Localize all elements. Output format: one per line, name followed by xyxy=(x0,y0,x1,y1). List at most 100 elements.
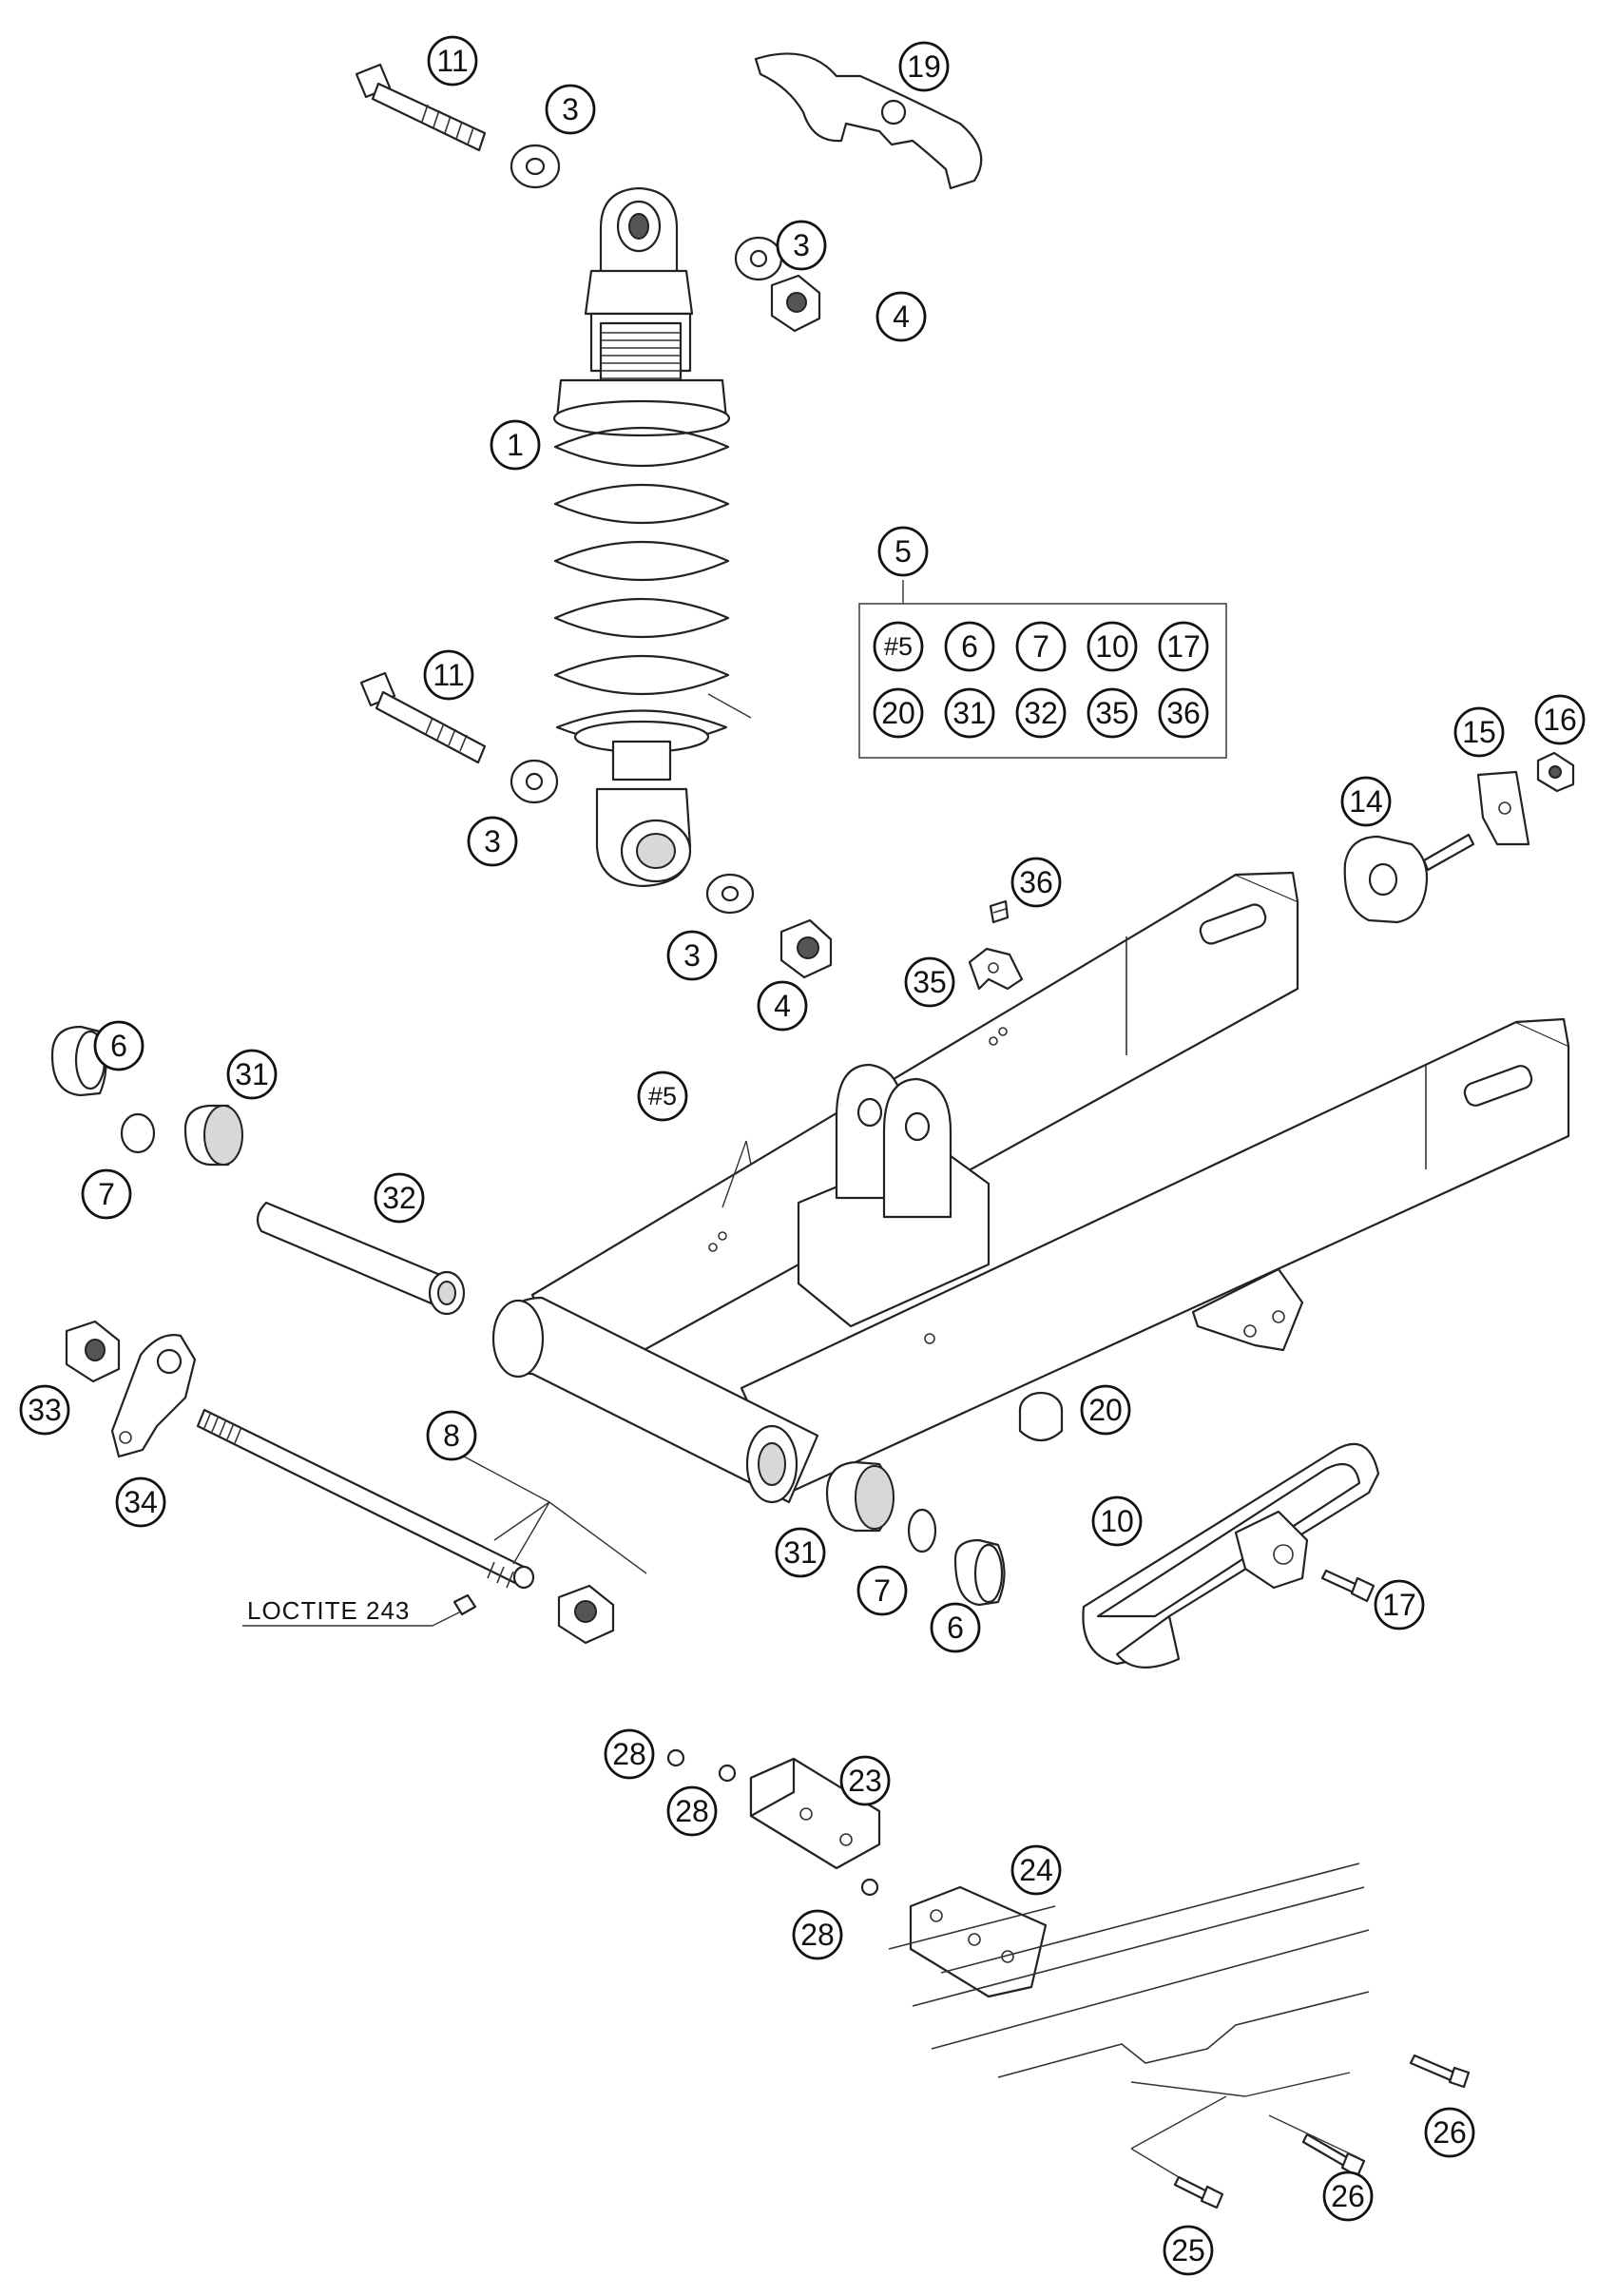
svg-text:6: 6 xyxy=(947,1611,964,1645)
callout-25: 25 xyxy=(1163,2225,1214,2276)
chain-roller-14 xyxy=(1343,833,1475,924)
callout-31-left: 31 xyxy=(226,1049,278,1100)
kit-item-5: #5 xyxy=(873,621,924,672)
callout-1: 1 xyxy=(490,419,541,471)
svg-text:23: 23 xyxy=(848,1764,882,1798)
kit-item-7: 7 xyxy=(1015,621,1067,672)
svg-text:11: 11 xyxy=(436,44,468,78)
svg-text:31: 31 xyxy=(235,1057,269,1091)
callout-32: 32 xyxy=(374,1172,425,1224)
svg-text:6: 6 xyxy=(961,629,978,664)
callout-11-lower: 11 xyxy=(423,649,474,701)
svg-text:5: 5 xyxy=(895,534,912,569)
svg-text:25: 25 xyxy=(1171,2233,1205,2267)
callout-5: 5 xyxy=(877,526,929,577)
callout-36: 36 xyxy=(1010,857,1062,908)
svg-text:3: 3 xyxy=(484,824,501,859)
washer-3-b xyxy=(734,236,783,281)
seal-7-b xyxy=(907,1508,937,1553)
nut-16 xyxy=(1536,751,1575,793)
spacer-32 xyxy=(256,1201,466,1316)
svg-text:16: 16 xyxy=(1543,703,1577,737)
svg-text:1: 1 xyxy=(507,428,524,462)
svg-text:34: 34 xyxy=(124,1485,158,1519)
svg-text:26: 26 xyxy=(1433,2115,1467,2150)
callout-19: 19 xyxy=(898,41,950,92)
callout-28-c: 28 xyxy=(792,1909,843,1960)
svg-text:LOCTITE 243: LOCTITE 243 xyxy=(247,1596,410,1625)
kit-item-35: 35 xyxy=(1087,687,1138,739)
screw-36 xyxy=(989,899,1010,924)
callout-3-right: 3 xyxy=(776,220,827,271)
kit-item-10: 10 xyxy=(1087,621,1138,672)
svg-text:#5: #5 xyxy=(884,632,913,661)
svg-text:7: 7 xyxy=(98,1177,115,1211)
screw-17 xyxy=(1320,1569,1376,1603)
callout-4-top: 4 xyxy=(875,291,927,342)
adjuster-plate-34 xyxy=(110,1334,197,1458)
shock-absorber xyxy=(552,186,731,888)
seal-7-a xyxy=(120,1112,156,1154)
washer-3-c xyxy=(510,759,559,804)
kit-item-17: 17 xyxy=(1158,621,1209,672)
bolt-11-top xyxy=(355,63,487,152)
kit-item-36: 36 xyxy=(1158,687,1209,739)
svg-text:10: 10 xyxy=(1095,629,1129,664)
svg-text:28: 28 xyxy=(800,1918,835,1952)
svg-text:32: 32 xyxy=(1024,696,1058,730)
callout-24: 24 xyxy=(1010,1844,1062,1896)
svg-text:3: 3 xyxy=(562,92,579,126)
svg-text:20: 20 xyxy=(1088,1393,1123,1427)
callout-35: 35 xyxy=(904,956,955,1008)
callout-10: 10 xyxy=(1091,1495,1143,1547)
callout-8: 8 xyxy=(426,1410,477,1461)
callout-3-lower-left: 3 xyxy=(467,816,518,867)
svg-text:35: 35 xyxy=(1095,696,1129,730)
svg-text:35: 35 xyxy=(913,965,947,999)
chainstay-outline xyxy=(888,1862,1370,2078)
svg-text:4: 4 xyxy=(774,989,791,1023)
svg-text:32: 32 xyxy=(382,1181,416,1215)
callout-7-left: 7 xyxy=(81,1168,132,1220)
callout-23: 23 xyxy=(839,1755,891,1806)
callout-3-lower: 3 xyxy=(666,930,718,981)
nut-33 xyxy=(65,1320,121,1383)
svg-text:28: 28 xyxy=(675,1794,709,1828)
callout-11-top: 11 xyxy=(427,35,478,87)
svg-text:6: 6 xyxy=(110,1029,127,1063)
bolt-11-lower xyxy=(359,671,487,764)
svg-text:7: 7 xyxy=(874,1573,891,1608)
callout-34: 34 xyxy=(115,1476,166,1528)
svg-text:17: 17 xyxy=(1166,629,1201,664)
bearing-31-b xyxy=(825,1460,895,1533)
svg-text:24: 24 xyxy=(1019,1853,1053,1887)
axle-nut-8 xyxy=(557,1584,615,1645)
chain-guide-10 xyxy=(1082,1442,1380,1669)
kit-item-20: 20 xyxy=(873,687,924,739)
svg-text:33: 33 xyxy=(28,1393,62,1427)
svg-text:3: 3 xyxy=(793,228,810,262)
svg-text:36: 36 xyxy=(1166,696,1201,730)
dust-cap-6-b xyxy=(953,1538,1006,1607)
callout-28-b: 28 xyxy=(666,1785,718,1837)
callout-5-swingarm: #5 xyxy=(637,1071,688,1122)
svg-text:3: 3 xyxy=(683,938,701,973)
svg-text:31: 31 xyxy=(783,1535,818,1570)
svg-text:11: 11 xyxy=(433,658,464,692)
callout-26-a: 26 xyxy=(1424,2107,1475,2158)
callout-15: 15 xyxy=(1453,706,1505,758)
svg-text:19: 19 xyxy=(907,49,941,84)
svg-text:28: 28 xyxy=(612,1737,646,1771)
swingarm-axle-8 xyxy=(196,1408,535,1590)
screw-26-a xyxy=(1409,2054,1471,2089)
kit-item-32: 32 xyxy=(1015,687,1067,739)
washer-3-a xyxy=(510,144,561,189)
leader-lines xyxy=(242,580,1360,2178)
kit-item-31: 31 xyxy=(944,687,995,739)
chain-guide-block-23 xyxy=(749,1757,881,1870)
swingarm xyxy=(491,871,1570,1504)
callout-26-b: 26 xyxy=(1322,2171,1374,2222)
callout-31-right: 31 xyxy=(775,1527,826,1578)
svg-text:36: 36 xyxy=(1019,865,1053,899)
